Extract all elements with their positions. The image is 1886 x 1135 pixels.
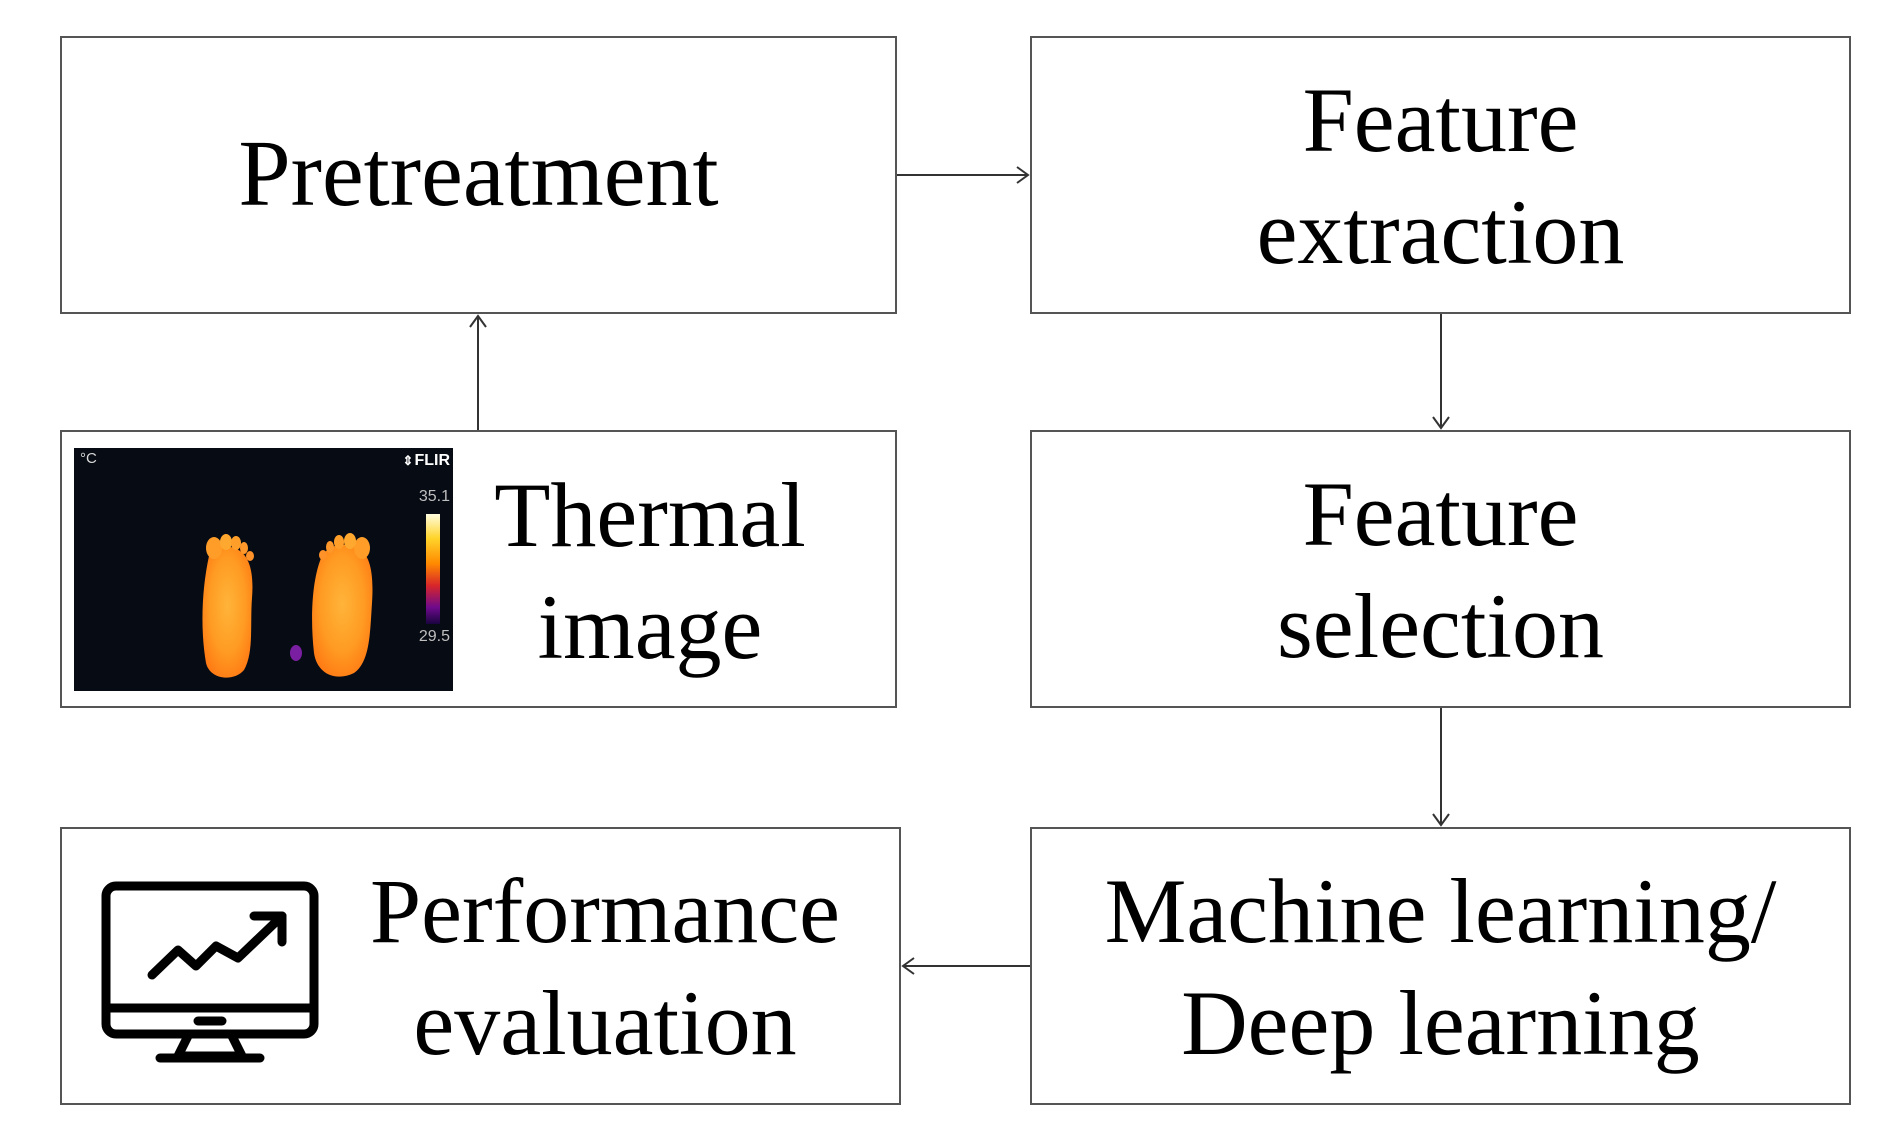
node-ml-dl-line-2: Deep learning (1181, 972, 1700, 1074)
node-pretreatment (60, 36, 897, 314)
thermal-color-scale-bar (426, 514, 440, 624)
arrowhead-up (469, 314, 487, 328)
node-feature-extraction-line-2: extraction (1256, 181, 1625, 283)
thermal-scale-max: 35.1 (418, 488, 450, 505)
arrowhead-left (901, 957, 915, 975)
node-feature-selection (1030, 430, 1851, 708)
thermal-camera-image: °C ⇕FLIR 35.1 29.5 (74, 448, 453, 691)
node-feature-extraction-line-1: Feature (1302, 69, 1579, 171)
thermal-unit-label: °C (80, 450, 97, 467)
node-ml-dl-line-1: Machine learning/ (1104, 860, 1777, 962)
thermal-scale-min: 29.5 (418, 628, 450, 645)
node-feature-selection-line-1: Feature (1302, 463, 1579, 565)
monitor-chart-icon (101, 881, 319, 1063)
node-thermal-image-line-2: image (537, 576, 763, 678)
node-ml-dl (1030, 827, 1851, 1105)
thermal-feet-icon (202, 533, 373, 678)
node-pretreatment-label: Pretreatment (238, 122, 719, 226)
right-foot-shape (312, 533, 373, 677)
arrowhead-down-2 (1432, 813, 1450, 827)
node-feature-selection-line-2: selection (1277, 575, 1604, 677)
node-performance-evaluation-line-2: evaluation (413, 972, 797, 1074)
node-feature-extraction (1030, 36, 1851, 314)
left-foot-shape (202, 534, 254, 678)
node-thermal-image-line-1: Thermal (494, 464, 806, 566)
arrowhead-right (1016, 166, 1030, 184)
arrowhead-down (1432, 416, 1450, 430)
flir-logo-icon: ⇕FLIR (402, 452, 450, 469)
node-performance-evaluation-line-1: Performance (370, 860, 840, 962)
